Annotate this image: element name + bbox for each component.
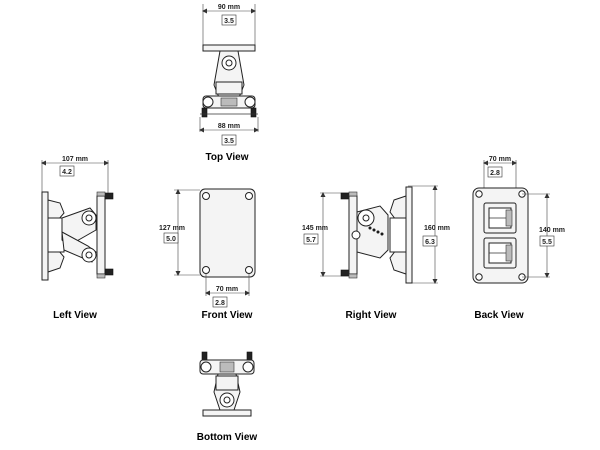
top-width-mm: 90 mm bbox=[218, 4, 240, 11]
top-base-in: 3.5 bbox=[224, 138, 234, 145]
right-height2-mm: 160 mm bbox=[424, 225, 450, 232]
top-base-mm: 88 mm bbox=[218, 123, 240, 130]
right-height2-in: 6.3 bbox=[425, 239, 435, 246]
back-view-label: Back View bbox=[474, 310, 524, 321]
back-width-mm: 70 mm bbox=[489, 156, 511, 163]
front-height-in: 5.0 bbox=[166, 236, 176, 243]
left-view-label: Left View bbox=[53, 310, 97, 321]
left-depth-in: 4.2 bbox=[62, 169, 72, 176]
left-view: 107 mm 4.2 Left View bbox=[41, 156, 114, 321]
front-view: 127 mm 5.0 70 mm 2.8 Front View bbox=[159, 188, 256, 321]
right-view: 145 mm 5.7 160 mm 6.3 Right View bbox=[302, 185, 450, 321]
back-height-mm: 140 mm bbox=[539, 227, 565, 234]
back-height-in: 5.5 bbox=[542, 239, 552, 246]
front-height-mm: 127 mm bbox=[159, 225, 185, 232]
back-view: 70 mm 2.8 140 mm 5.5 Back View bbox=[472, 156, 565, 321]
right-height1-mm: 145 mm bbox=[302, 225, 328, 232]
left-depth-mm: 107 mm bbox=[62, 156, 88, 163]
front-view-label: Front View bbox=[202, 310, 253, 321]
back-width-in: 2.8 bbox=[490, 170, 500, 177]
top-view-label: Top View bbox=[206, 152, 249, 163]
right-view-label: Right View bbox=[346, 310, 397, 321]
front-width-in: 2.8 bbox=[215, 300, 225, 307]
top-width-in: 3.5 bbox=[224, 18, 234, 25]
right-height1-in: 5.7 bbox=[306, 237, 316, 244]
bottom-view-label: Bottom View bbox=[197, 432, 258, 443]
top-view: 90 mm 3.5 88 mm 3.5 Top View bbox=[199, 4, 259, 163]
bottom-view: Bottom View bbox=[197, 351, 258, 443]
front-width-mm: 70 mm bbox=[216, 286, 238, 293]
